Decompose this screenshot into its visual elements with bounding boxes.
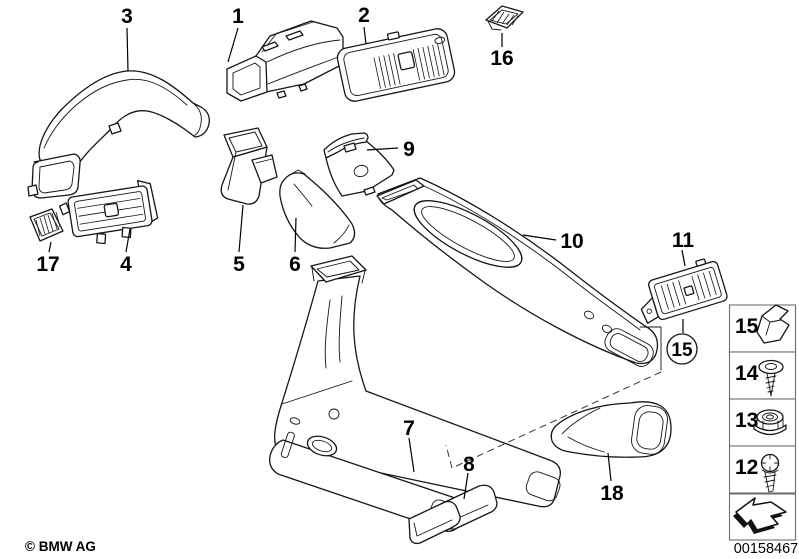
callout-9[interactable]: 9: [403, 138, 415, 161]
callout-10[interactable]: 10: [560, 230, 583, 253]
part-6-drawing: [279, 169, 356, 249]
callout-15-circle: [666, 333, 698, 365]
part-18-drawing: [550, 401, 672, 458]
part-9-drawing: [323, 132, 395, 197]
callout-11[interactable]: 11: [672, 229, 695, 252]
callout-2[interactable]: 2: [358, 4, 370, 27]
callout-17[interactable]: 17: [36, 253, 59, 276]
callout-7[interactable]: 7: [403, 417, 415, 440]
copyright-notice: © BMW AG: [25, 539, 96, 554]
legend-num-14[interactable]: 14: [735, 362, 759, 385]
spring-clip-icon: [756, 304, 790, 344]
callout-8[interactable]: 8: [463, 453, 475, 476]
countersunk-screw-icon: [758, 359, 784, 397]
callout-6[interactable]: 6: [289, 253, 301, 276]
part-2-drawing: [336, 28, 456, 102]
callout-1[interactable]: 1: [232, 5, 244, 28]
callout-15-circled[interactable]: 15: [671, 340, 693, 361]
callout-4[interactable]: 4: [120, 253, 132, 276]
part-5-drawing: [220, 127, 278, 205]
section-lines: [445, 326, 662, 469]
part-4-drawing: [58, 179, 159, 245]
callout-5[interactable]: 5: [233, 253, 245, 276]
flange-nut-icon: [753, 409, 787, 436]
part-8-drawing: [408, 484, 498, 545]
diagram-part-number: 00158467: [734, 541, 799, 557]
part-17-drawing: [29, 208, 64, 242]
direction-arrow-icon: [733, 497, 787, 534]
callout-3[interactable]: 3: [121, 5, 133, 28]
legend-num-12[interactable]: 12: [735, 456, 758, 479]
legend-box-12: [728, 445, 797, 494]
part-10-drawing: [376, 177, 659, 367]
pan-head-screw-icon: [760, 453, 780, 493]
part-16-drawing: [485, 5, 524, 31]
legend-box-14: [728, 351, 797, 400]
callout-16[interactable]: 16: [490, 47, 513, 70]
part-3-drawing: [27, 70, 210, 199]
legend-num-13[interactable]: 13: [735, 409, 758, 432]
leader-lines: [48, 26, 686, 500]
part-1-drawing: [226, 20, 344, 102]
part-11-drawing: [640, 258, 728, 324]
hardware-legend: 15 14 13 12: [728, 304, 797, 541]
callout-18[interactable]: 18: [600, 482, 624, 505]
legend-num-15[interactable]: 15: [735, 315, 759, 338]
